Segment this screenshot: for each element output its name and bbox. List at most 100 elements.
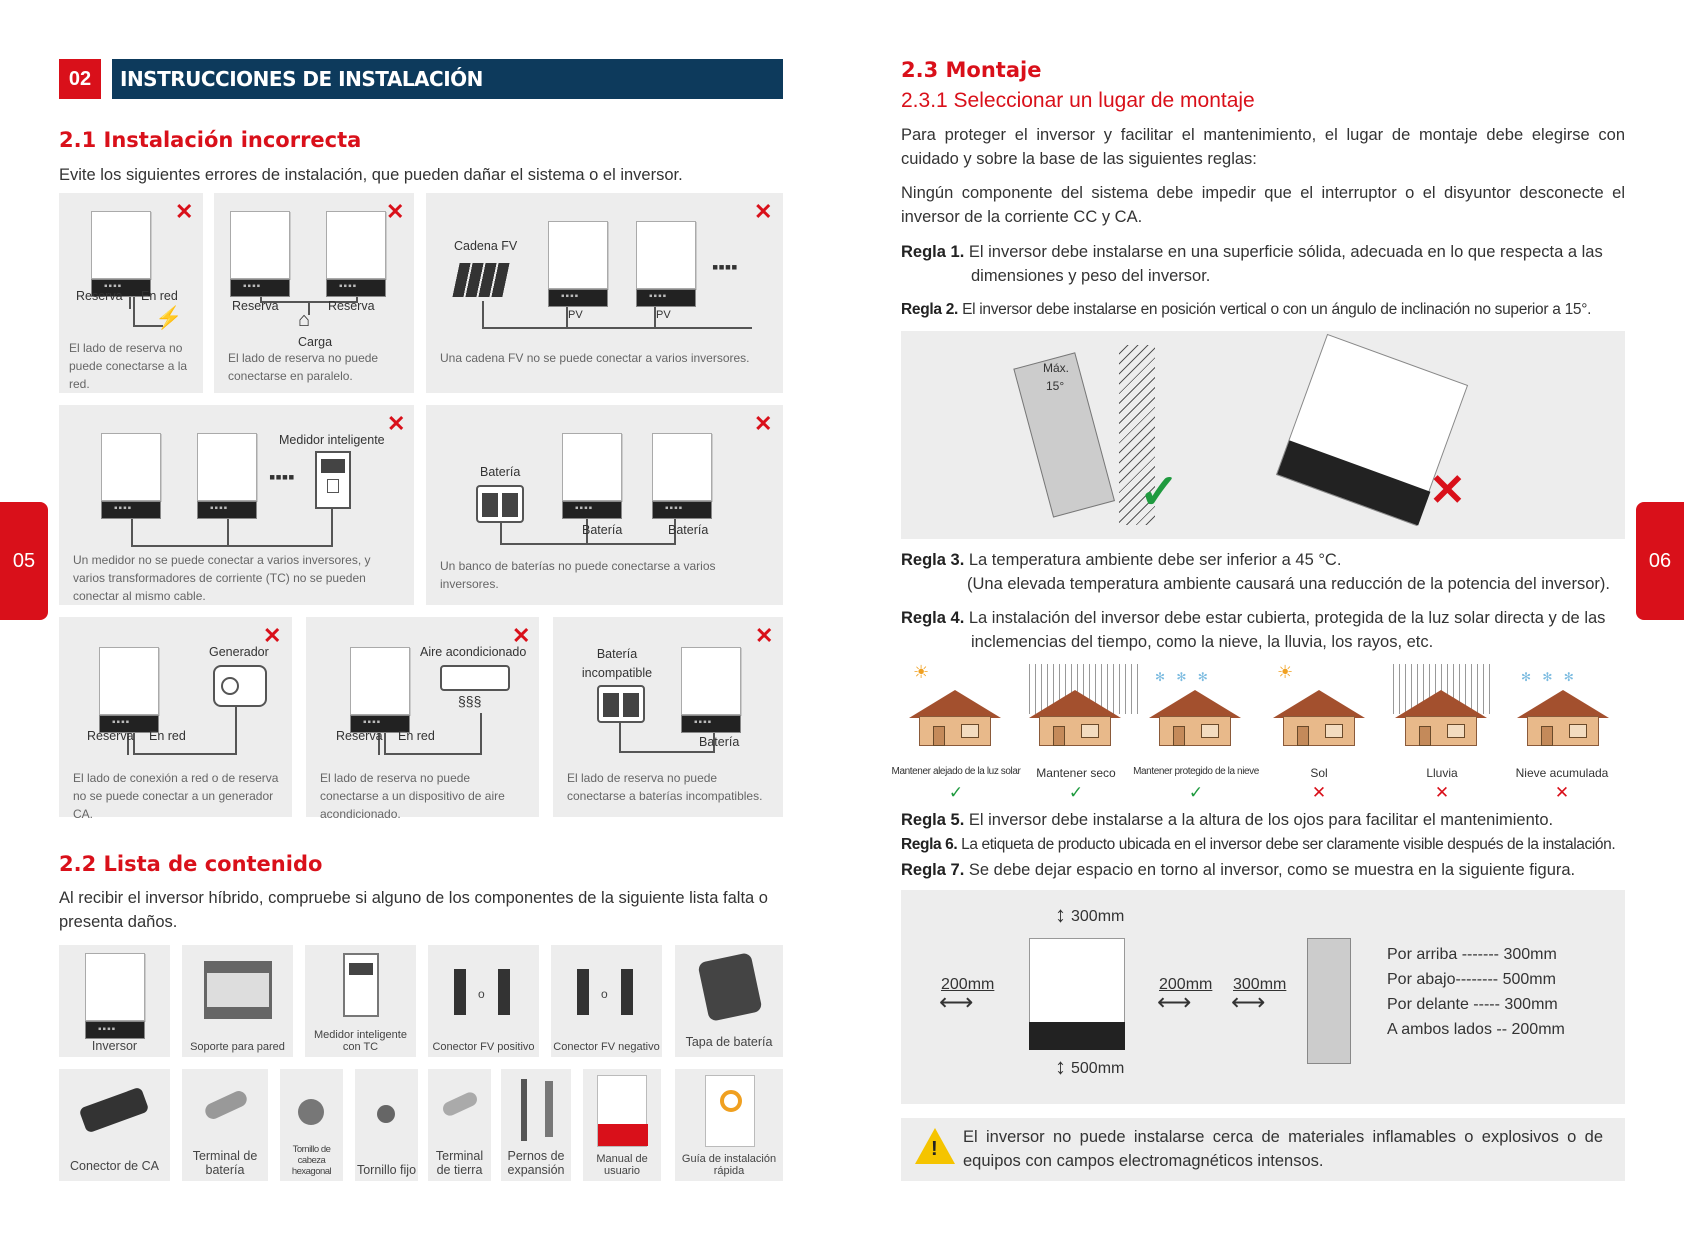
house-label: Mantener seco xyxy=(1036,766,1116,780)
clearance-top: 300mm xyxy=(1071,908,1125,925)
clearance-diagram: ↕ 300mm ↕ 500mm 200mm ⟷ 200mm ⟷ 300mm ⟷ … xyxy=(901,890,1625,1104)
section-number: 02 xyxy=(59,59,101,99)
label-backup: Reserva xyxy=(232,299,279,313)
label-pv-string: Cadena FV xyxy=(454,239,518,253)
arrow-horizontal-icon: ⟷ xyxy=(1157,989,1192,1016)
cross-icon: ✕ xyxy=(387,411,406,436)
label-backup: Reserva xyxy=(328,299,375,313)
screw-icon xyxy=(377,1105,395,1123)
angle-label-15: 15° xyxy=(1046,379,1065,393)
item-wall-bracket: Soporte para pared xyxy=(182,945,293,1057)
angle-label-max: Máx. xyxy=(1043,361,1070,375)
item-fixing-screw: Tornillo fijo xyxy=(355,1069,418,1181)
ac-connector-icon xyxy=(78,1086,150,1134)
label-grid: En red xyxy=(398,729,435,743)
label-air-conditioner: Aire acondicionado xyxy=(420,645,527,659)
rule-2: Regla 2. El inversor debe instalarse en … xyxy=(901,301,1592,318)
cross-icon: ✕ xyxy=(1554,783,1570,802)
section-title-2-3: 2.3 Montaje xyxy=(901,58,1042,82)
inverter-icon xyxy=(350,647,410,733)
clearance-front: 300mm xyxy=(1233,976,1287,993)
house-icon xyxy=(1517,682,1609,746)
cross-icon: ✕ xyxy=(512,623,531,648)
cross-icon: ✕ xyxy=(754,199,773,224)
check-icon: ✓ xyxy=(948,783,964,802)
ellipsis: ▪▪▪▪ xyxy=(712,257,738,277)
cross-icon: ✕ xyxy=(754,411,773,436)
generator-icon xyxy=(213,665,267,707)
house-label: Mantener alejado de la luz solar xyxy=(891,766,1021,777)
inverter-icon xyxy=(91,211,151,297)
cross-icon: ✕ xyxy=(1429,466,1466,515)
o-label: o xyxy=(478,987,485,1001)
label-load: Carga xyxy=(298,335,333,349)
o-label: o xyxy=(601,987,608,1001)
caption: El lado de conexión a red o de reserva n… xyxy=(73,771,279,821)
warning-box: ! El inversor no puede instalarse cerca … xyxy=(901,1118,1625,1181)
caption: El lado de reserva no puede conectarse a… xyxy=(320,771,505,821)
label-grid: En red xyxy=(141,289,178,303)
check-icon: ✓ xyxy=(1188,783,1204,802)
label-backup: Reserva xyxy=(87,729,134,743)
error-panel-6: ✕ Generador Reserva En red El lado de co… xyxy=(59,617,292,821)
inverter-icon xyxy=(562,433,622,519)
inverter-icon xyxy=(652,433,712,519)
item-ac-connector: Conector de CA xyxy=(59,1069,170,1181)
sun-icon: ☀ xyxy=(913,662,930,682)
item-hex-screw: Tornillo de cabeza hexagonal xyxy=(280,1069,343,1181)
bolt-icon xyxy=(521,1079,527,1141)
connector-icon xyxy=(621,969,633,1015)
item-quick-guide: Guía de instalación rápida xyxy=(675,1069,783,1181)
inverter-icon xyxy=(99,647,159,733)
paragraph: Para proteger el inversor y facilitar el… xyxy=(901,126,1625,168)
house-label: Lluvia xyxy=(1426,766,1458,780)
house-icon xyxy=(909,682,1001,746)
ellipsis: ▪▪▪▪ xyxy=(269,467,295,487)
page-number-right: 06 xyxy=(1636,502,1684,620)
bracket-icon xyxy=(204,961,272,1019)
smart-meter-icon xyxy=(343,953,379,1017)
item-pv-negative: o Conector FV negativo xyxy=(551,945,662,1057)
tilt-diagram: Máx. 15° ✓ ✕ xyxy=(901,331,1625,539)
label-incompatible-battery: Batería incompatible xyxy=(581,647,653,680)
inverter-icon xyxy=(85,953,145,1039)
rule-7: Regla 7. Se debe dejar espacio en torno … xyxy=(901,861,1576,879)
label-smart-meter: Medidor inteligente xyxy=(279,433,385,447)
rule-3-note: (Una elevada temperatura ambiente causar… xyxy=(967,575,1610,593)
battery-icon xyxy=(476,485,524,523)
smart-meter-icon xyxy=(315,451,351,509)
inverter-icon xyxy=(101,433,161,519)
rule-1: Regla 1. El inversor debe instalarse en … xyxy=(901,243,1603,285)
warning-icon-mark: ! xyxy=(931,1138,938,1160)
front-inverter xyxy=(1029,938,1125,1028)
error-panel-4: ✕ Medidor inteligente ▪▪▪▪ Un medidor no… xyxy=(59,405,414,605)
connector-icon xyxy=(498,969,510,1015)
label-generator: Generador xyxy=(209,645,269,659)
caption: El lado de reserva no puede conectarse e… xyxy=(228,351,379,383)
item-inverter: Inversor xyxy=(59,945,170,1057)
connector-icon xyxy=(454,969,466,1015)
house-label: Nieve acumulada xyxy=(1515,766,1609,780)
error-panel-3: ✕ Cadena FV ▪▪▪▪ PV PV Una cadena FV no … xyxy=(426,193,783,393)
label-backup: Reserva xyxy=(336,729,383,743)
error-panel-8: ✕ Batería incompatible Batería El lado d… xyxy=(553,617,783,817)
section-title-2-1: 2.1 Instalación incorrecta xyxy=(59,128,362,152)
section-header: INSTRUCCIONES DE INSTALACIÓN xyxy=(112,59,783,99)
error-panel-1: ✕ Reserva En red ⚡ El lado de reserva no… xyxy=(59,193,203,393)
item-ground-terminal: Terminal de tierra xyxy=(428,1069,491,1181)
arrow-horizontal-icon: ⟷ xyxy=(1231,989,1266,1016)
caption: Un banco de baterías no puede conectarse… xyxy=(440,559,716,591)
front-inverter-base xyxy=(1029,1022,1125,1050)
item-battery-terminal: Terminal de batería xyxy=(182,1069,268,1181)
label-pv: PV xyxy=(656,309,671,321)
item-expansion-bolts: Pernos de expansión xyxy=(501,1069,571,1181)
check-icon: ✓ xyxy=(1068,783,1084,802)
battery-icon xyxy=(597,685,645,723)
solar-panel-icon xyxy=(452,263,510,297)
cross-icon: ✕ xyxy=(175,199,194,224)
sun-icon: ☀ xyxy=(1277,662,1294,682)
clearance-right: 200mm xyxy=(1159,976,1213,993)
label-grid: En red xyxy=(149,729,186,743)
item-battery-cover: Tapa de batería xyxy=(675,945,783,1057)
guide-icon xyxy=(705,1075,755,1147)
